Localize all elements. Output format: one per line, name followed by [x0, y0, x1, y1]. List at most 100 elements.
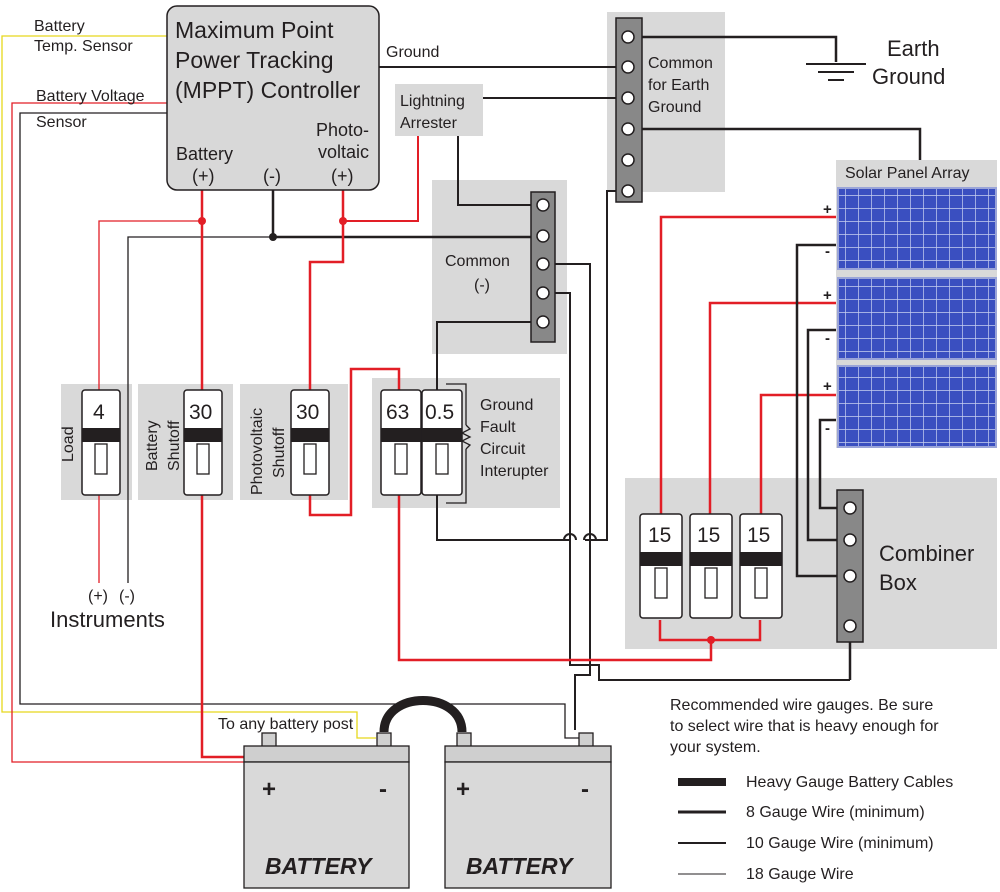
combiner-breaker-1[interactable]	[639, 513, 683, 619]
arrester-label-2: Arrester	[400, 115, 458, 132]
mppt-pv-label-1: Photo-	[316, 120, 369, 140]
earth-common-label-1: Common	[648, 55, 713, 72]
arrester-pv-wire	[343, 136, 419, 222]
combiner-breaker-3-rating: 15	[747, 524, 770, 547]
legend-item-18ga: 18 Gauge Wire	[746, 866, 854, 883]
pv-panel-3-neg: -	[825, 420, 830, 437]
battery-2-neg: -	[581, 776, 589, 803]
battery-2-name: BATTERY	[466, 853, 575, 879]
battery-1-neg: -	[379, 776, 387, 803]
arrester-label-1: Lightning	[400, 93, 465, 110]
pv-panel-2	[837, 277, 997, 360]
junction-dot	[269, 233, 277, 241]
legend-intro-3: your system.	[670, 739, 761, 756]
earth-common-bar	[615, 17, 643, 203]
array1-pos-wire	[659, 215, 836, 515]
pv-shutoff-breaker[interactable]	[290, 389, 330, 496]
mppt-pv-pos-label: (+)	[331, 166, 354, 186]
legend-intro-2: to select wire that is heavy enough for	[670, 718, 939, 735]
gfci-label-1: Ground	[480, 397, 533, 414]
gfci-label-2: Fault	[480, 419, 516, 436]
array1-neg-wire	[795, 243, 850, 578]
common-neg-terminals	[536, 198, 550, 329]
voltage-sensor-label-1: Battery Voltage	[36, 88, 145, 105]
combiner-box-label-1: Combiner	[879, 541, 974, 566]
array2-neg-wire	[806, 328, 850, 542]
voltage-sensor-return-wire	[19, 112, 583, 739]
load-breaker[interactable]	[81, 389, 121, 496]
gfci-rating: 0.5	[425, 401, 454, 424]
earth-label-1: Earth	[887, 36, 940, 61]
common-neg-label-1: Common	[445, 253, 510, 270]
array2-pos-wire	[708, 301, 836, 515]
temp-sensor-label-1: Battery	[34, 18, 85, 35]
gfci-breaker[interactable]	[421, 389, 463, 496]
pv-shutoff-label-1: Photovoltaic	[249, 408, 266, 495]
common-neg-label-2: (-)	[474, 277, 490, 294]
instruments-pos-label: (+)	[88, 588, 108, 605]
combiner-bus-bar	[836, 489, 864, 643]
temp-sensor-label-2: Temp. Sensor	[34, 38, 133, 55]
junction-dot	[198, 217, 206, 225]
arrester-neg-wire	[457, 136, 543, 206]
battery-shutoff-rating: 30	[189, 401, 212, 424]
pv-panel-3	[837, 365, 997, 448]
wire-hops	[563, 533, 597, 541]
pv-panel-1-pos: +	[823, 201, 832, 218]
solar-array-title: Solar Panel Array	[845, 165, 970, 182]
legend-intro-1: Recommended wire gauges. Be sure	[670, 697, 933, 714]
pv-shutoff-out-wire	[308, 367, 401, 517]
mppt-controller	[166, 5, 380, 191]
battery-jumper-cable	[379, 696, 467, 733]
pv-panel-1-neg: -	[825, 243, 830, 260]
arrester-box	[395, 84, 483, 136]
battery-1-name: BATTERY	[265, 853, 374, 879]
battery-2	[444, 732, 612, 889]
gfci-label-4: Interupter	[480, 463, 549, 480]
combiner-box-label-2: Box	[879, 570, 917, 595]
battery-post-note: To any battery post	[218, 716, 354, 733]
pv-panel-3-pos: +	[823, 378, 832, 395]
earth-ground-symbol	[806, 63, 866, 81]
instrument-neg-wire	[127, 236, 273, 583]
combiner-panel	[625, 478, 997, 649]
common-combiner-wire	[543, 263, 591, 730]
voltage-sensor-label-2: Sensor	[36, 114, 87, 131]
junction-dot	[339, 217, 347, 225]
combiner-breaker-2-rating: 15	[697, 524, 720, 547]
combiner-breaker-3[interactable]	[739, 513, 783, 619]
controller-pv-wire	[308, 190, 345, 410]
battery-1	[243, 732, 410, 889]
pv-shutoff-rating: 30	[296, 401, 319, 424]
junction-dot	[707, 636, 715, 644]
load-breaker-rating: 4	[93, 401, 105, 424]
combiner-bus-terminals	[843, 501, 857, 633]
battery-2-pos: +	[456, 776, 470, 803]
pv-panel-1	[837, 187, 997, 270]
load-breaker-label: Load	[60, 426, 77, 462]
voltage-sensor-wire	[11, 102, 263, 763]
instruments-label: Instruments	[50, 607, 165, 632]
gfci-sense-symbol	[446, 383, 472, 504]
temp-sensor-wire	[1, 35, 376, 739]
earth-common-label-3: Ground	[648, 99, 701, 116]
array3-pos-wire	[759, 393, 836, 515]
battery-1-pos: +	[262, 776, 276, 803]
mppt-title-line1: Maximum Point	[175, 17, 334, 43]
common-gfci-wire	[543, 292, 850, 681]
battery-shutoff-breaker[interactable]	[183, 389, 223, 496]
gfci-label-3: Circuit	[480, 441, 526, 458]
combiner-breaker-1-rating: 15	[648, 524, 671, 547]
mppt-title-line3: (MPPT) Controller	[175, 77, 361, 103]
legend-item-heavy: Heavy Gauge Battery Cables	[746, 774, 953, 791]
gfci-main-rating: 63	[386, 401, 409, 424]
battery-shutoff-label-1: Battery	[144, 420, 161, 471]
heavy-wires	[200, 35, 922, 759]
earth-label-2: Ground	[872, 64, 945, 89]
mppt-pv-label-2: voltaic	[318, 142, 369, 162]
combiner-breaker-2[interactable]	[689, 513, 733, 619]
pv-panel-2-neg: -	[825, 330, 830, 347]
array-earth-wire	[628, 127, 922, 160]
earth-ground-wire	[628, 35, 838, 62]
